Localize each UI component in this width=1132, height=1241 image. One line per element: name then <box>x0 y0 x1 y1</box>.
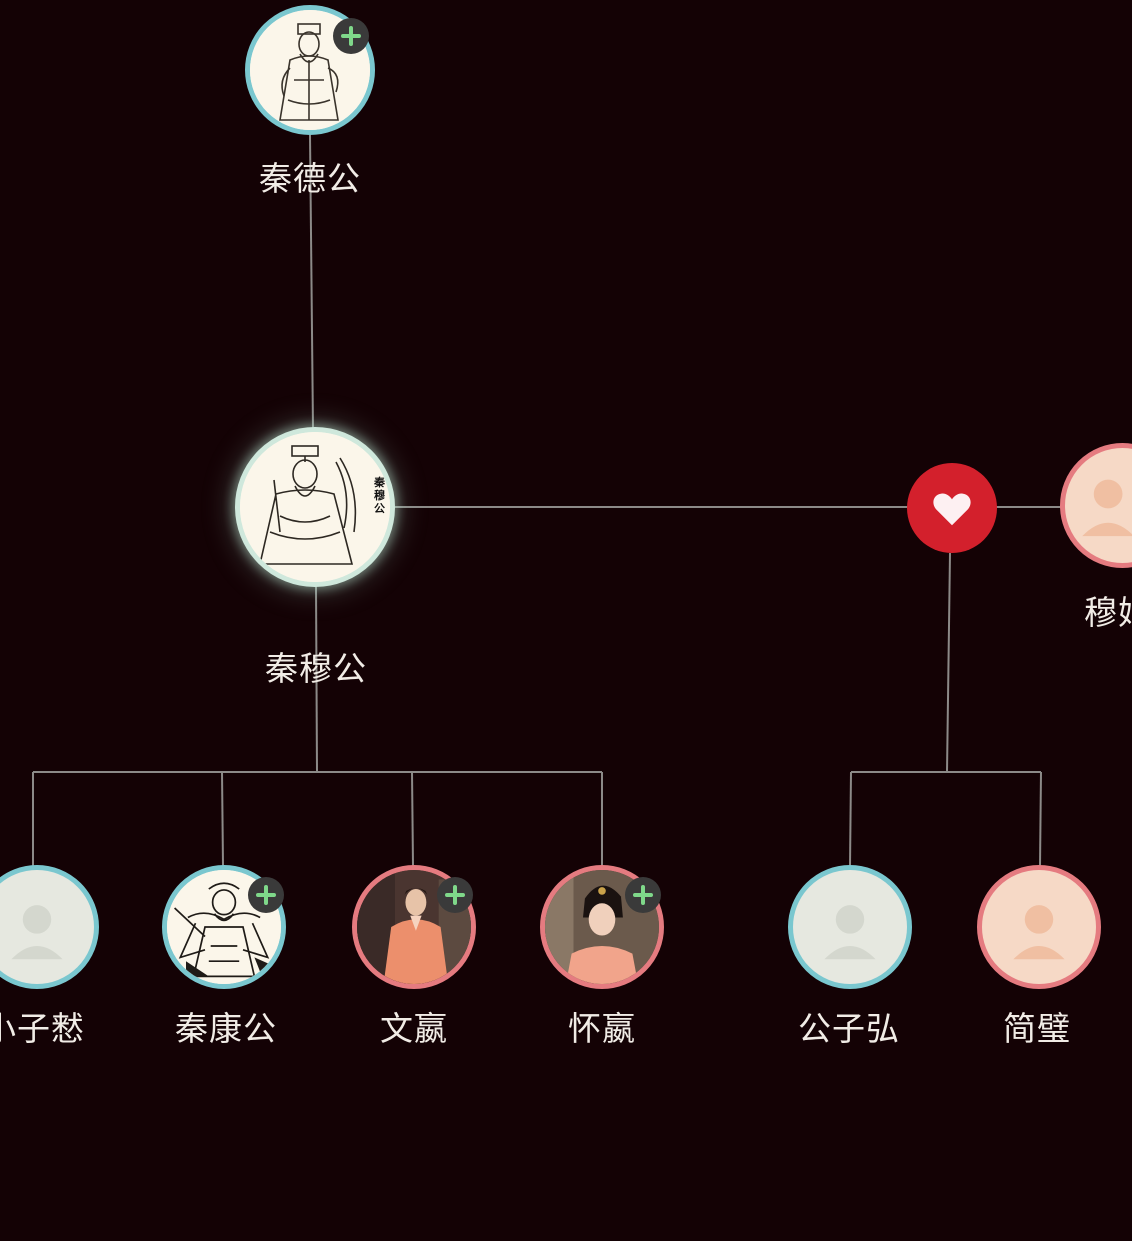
plus-icon <box>341 26 361 46</box>
male-user-icon <box>11 905 63 960</box>
avatar[interactable] <box>788 865 912 989</box>
person-name: 秦穆公 <box>265 649 367 688</box>
add-relative-button[interactable] <box>333 18 369 54</box>
plus-icon <box>445 885 465 905</box>
parent-link-line <box>309 134 314 431</box>
child-drop-line <box>221 771 224 867</box>
person-name: 穆姬 <box>1084 593 1132 632</box>
child-drop-line <box>411 771 414 867</box>
marriage-button[interactable] <box>907 463 997 553</box>
portrait-seal-text: 秦穆公 <box>374 476 385 515</box>
person-name: 公子弘 <box>798 1009 900 1048</box>
avatar[interactable] <box>977 865 1101 989</box>
add-relative-button[interactable] <box>625 877 661 913</box>
person-name: 简璧 <box>1003 1009 1071 1048</box>
add-relative-button[interactable] <box>248 877 284 913</box>
person-name: 文嬴 <box>380 1009 448 1048</box>
child-drop-line <box>1039 771 1042 867</box>
person-name: 小子慭 <box>0 1009 85 1048</box>
plus-icon <box>633 885 653 905</box>
plus-icon <box>256 885 276 905</box>
portrait-photo <box>545 870 659 984</box>
person-name: 秦康公 <box>175 1009 277 1048</box>
children-trunk-line <box>315 584 318 773</box>
avatar[interactable] <box>0 865 99 989</box>
person-name: 怀嬴 <box>568 1009 636 1048</box>
add-relative-button[interactable] <box>437 877 473 913</box>
heart-icon <box>933 493 971 526</box>
male-user-icon <box>824 905 876 960</box>
child-drop-line <box>849 771 852 867</box>
female-user-icon <box>1082 479 1132 537</box>
person-name: 秦德公 <box>259 159 361 198</box>
female-user-icon <box>1013 905 1065 960</box>
portrait-illustration <box>240 432 390 582</box>
avatar[interactable]: 秦穆公 <box>235 427 395 587</box>
children-trunk-line-right <box>946 552 951 773</box>
